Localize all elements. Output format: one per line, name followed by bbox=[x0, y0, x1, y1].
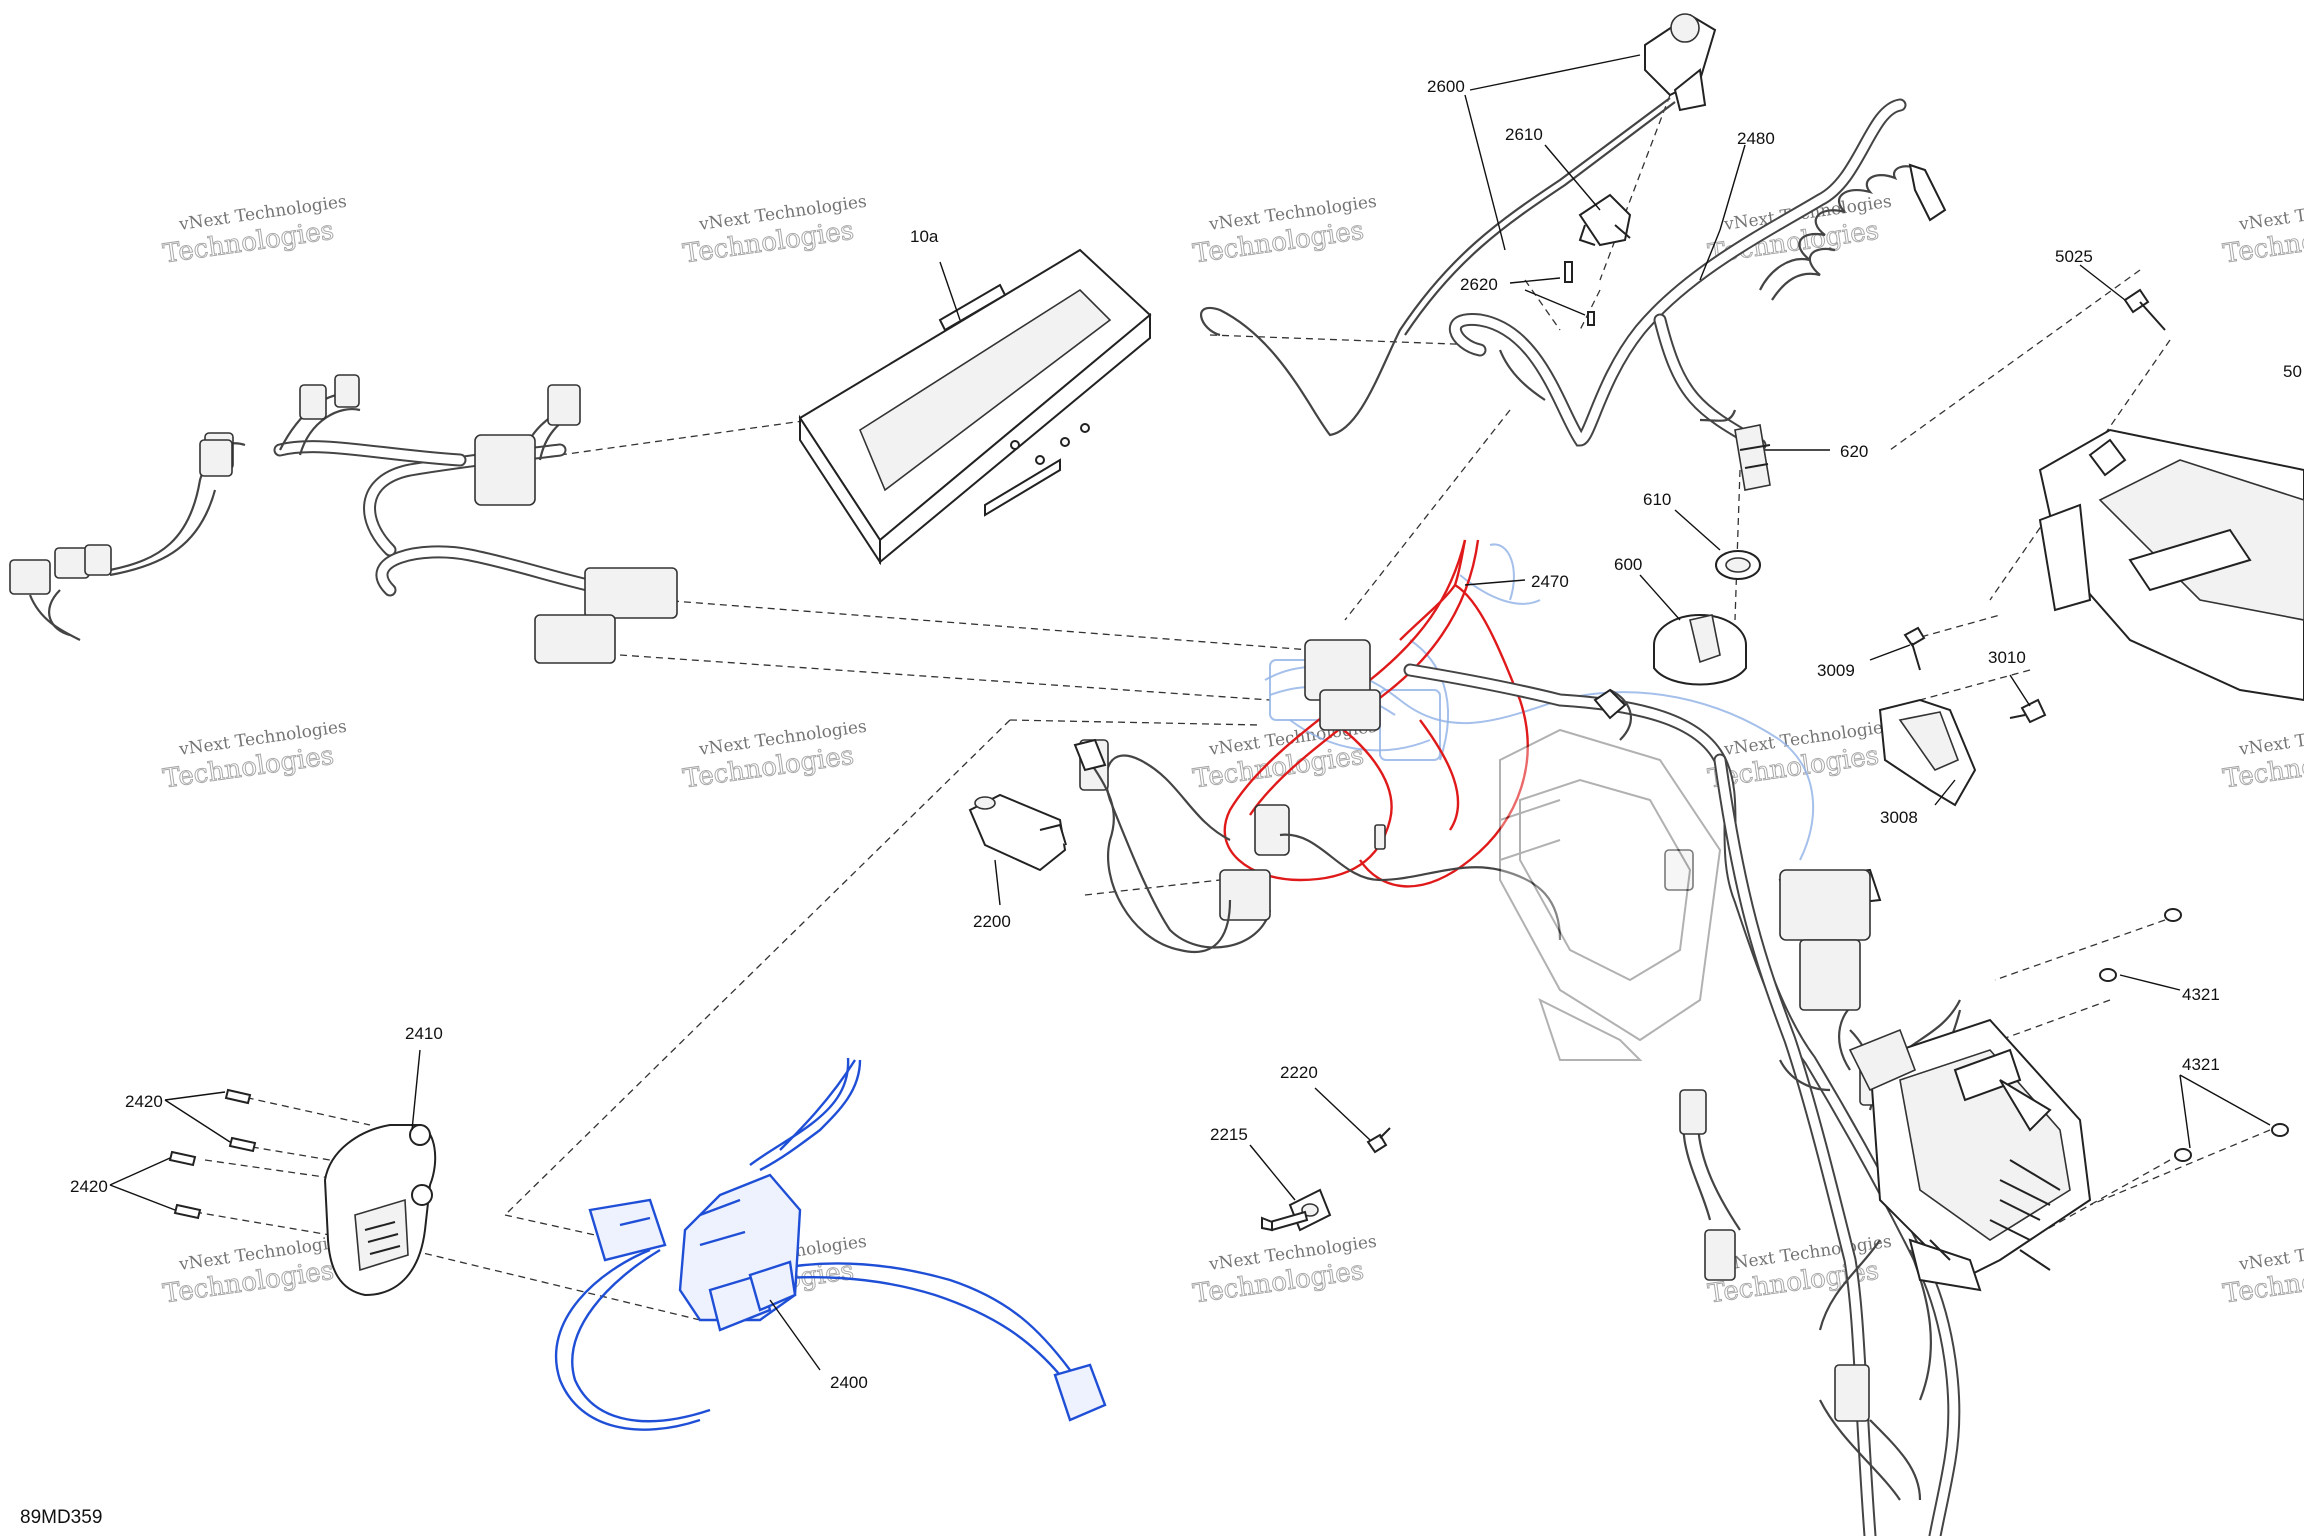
screws-2620 bbox=[1564, 261, 1595, 326]
label-620: 620 bbox=[1840, 442, 1868, 461]
fuse-box bbox=[1779, 869, 1871, 941]
label-3009: 3009 bbox=[1817, 661, 1855, 680]
main-harness bbox=[1079, 639, 1962, 1536]
indicator-icon bbox=[1080, 423, 1090, 433]
ring-610 bbox=[1715, 550, 1761, 580]
watermark: vNext Technologies Technologies bbox=[1191, 1232, 1378, 1310]
screws-2420 bbox=[168, 1088, 257, 1220]
red-harness-2470 bbox=[1223, 539, 1529, 888]
watermark: vNext Technologies Technologies bbox=[161, 1232, 348, 1310]
label-2420a: 2420 bbox=[125, 1092, 163, 1111]
label-2220: 2220 bbox=[1280, 1063, 1318, 1082]
label-2215: 2215 bbox=[1210, 1125, 1248, 1144]
watermark: vNext Technologies Technologies bbox=[2221, 717, 2304, 795]
relay-block bbox=[1799, 939, 1861, 1011]
sensor-2200 bbox=[968, 738, 1232, 953]
label-5025: 5025 bbox=[2055, 247, 2093, 266]
connector-block bbox=[534, 614, 616, 664]
label-2600: 2600 bbox=[1427, 77, 1465, 96]
label-2480: 2480 bbox=[1737, 129, 1775, 148]
cover-2410 bbox=[323, 1124, 437, 1297]
label-3010: 3010 bbox=[1988, 648, 2026, 667]
fitting-2215 bbox=[1261, 1188, 1332, 1232]
connector bbox=[1664, 849, 1694, 891]
label-610: 610 bbox=[1643, 490, 1671, 509]
label-2610: 2610 bbox=[1505, 125, 1543, 144]
watermark: vNext Technologies Technologies bbox=[161, 192, 348, 270]
leader-lines bbox=[109, 54, 2271, 1371]
bolt-5025 bbox=[2123, 288, 2166, 331]
label-4321b: 4321 bbox=[2182, 1055, 2220, 1074]
connector bbox=[1374, 824, 1386, 850]
connector bbox=[1219, 869, 1271, 921]
label-2620: 2620 bbox=[1460, 275, 1498, 294]
lower-ecu-module bbox=[1848, 1018, 2092, 1292]
connector bbox=[299, 384, 327, 420]
indicator-icon bbox=[1035, 455, 1045, 465]
nuts-4321 bbox=[2099, 908, 2289, 1162]
label-50x: 50 bbox=[2283, 362, 2302, 381]
label-3008: 3008 bbox=[1880, 808, 1918, 827]
coiled-cord-620 bbox=[1734, 163, 1947, 491]
figure-code: 89MD359 bbox=[20, 1507, 102, 1528]
connector bbox=[9, 559, 51, 595]
watermark: vNext Technologies Technologies bbox=[681, 717, 868, 795]
left-wiring-harness bbox=[9, 374, 678, 664]
star-knob-icon bbox=[1670, 13, 1700, 43]
knob-600 bbox=[1653, 614, 1747, 686]
connector bbox=[334, 374, 360, 408]
display-cluster-10a bbox=[798, 248, 1152, 566]
indicator-icon bbox=[1010, 440, 1020, 450]
connector bbox=[84, 544, 112, 576]
label-2400: 2400 bbox=[830, 1373, 868, 1392]
connector-block bbox=[584, 567, 678, 619]
watermark: vNext Technologies Technologies bbox=[1191, 192, 1378, 270]
screw-3009 bbox=[1903, 626, 1926, 671]
watermark: vNext Technologies Technologies bbox=[2221, 192, 2304, 270]
connector bbox=[199, 439, 233, 477]
screw-3010 bbox=[2009, 698, 2047, 724]
bracket-2610 bbox=[1578, 193, 1632, 247]
right-ecu-module bbox=[2038, 428, 2304, 702]
switch-2600 bbox=[1644, 13, 1717, 112]
watermark: vNext Technologies Technologies bbox=[681, 192, 868, 270]
switch-harness-2400 bbox=[554, 1057, 1107, 1431]
label-2410: 2410 bbox=[405, 1024, 443, 1043]
label-2420b: 2420 bbox=[70, 1177, 108, 1196]
connector bbox=[1704, 1229, 1736, 1281]
screw-2220 bbox=[1366, 1127, 1391, 1154]
label-2200: 2200 bbox=[973, 912, 1011, 931]
upper-cables bbox=[1200, 97, 1907, 452]
bracket-3008 bbox=[1878, 698, 1977, 807]
label-4321a: 4321 bbox=[2182, 985, 2220, 1004]
connector bbox=[547, 384, 581, 426]
label-600: 600 bbox=[1614, 555, 1642, 574]
part-labels: 10a 2600 2610 2620 2480 620 610 600 2470… bbox=[70, 77, 2302, 1392]
center-ghost-module bbox=[1499, 728, 1722, 1061]
watermark: vNext Technologies Technologies bbox=[2221, 1232, 2304, 1310]
watermark: vNext Technologies Technologies bbox=[161, 717, 348, 795]
label-10a: 10a bbox=[910, 227, 939, 246]
main-connector bbox=[474, 434, 536, 506]
connector bbox=[1254, 804, 1290, 856]
label-2470: 2470 bbox=[1531, 572, 1569, 591]
connector bbox=[1834, 1364, 1870, 1422]
connector bbox=[54, 547, 90, 579]
connector bbox=[1319, 689, 1381, 731]
indicator-icon bbox=[1060, 437, 1070, 447]
connector bbox=[1679, 1089, 1707, 1135]
